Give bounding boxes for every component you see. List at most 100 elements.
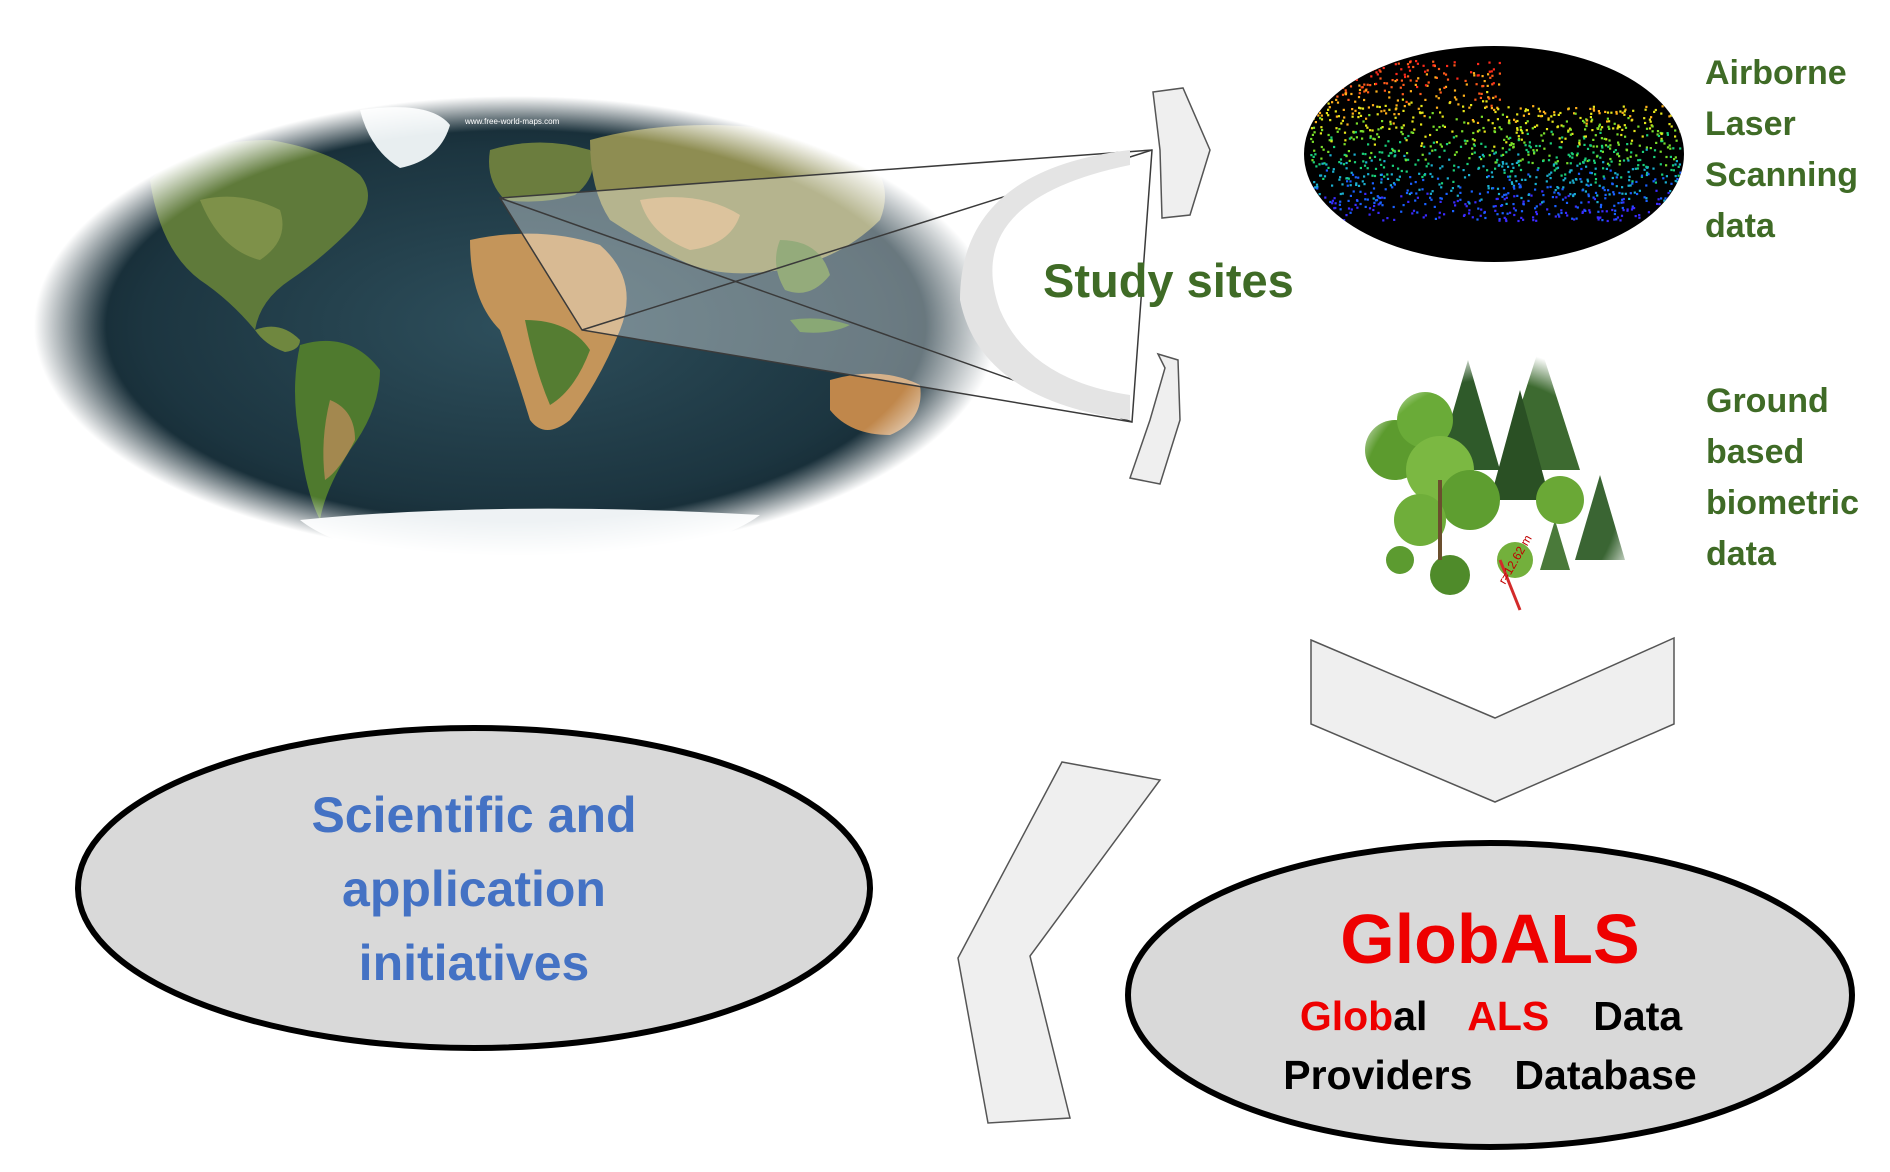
als-point	[1445, 143, 1449, 146]
als-point	[1488, 70, 1491, 73]
als-point	[1650, 215, 1653, 218]
als-point	[1475, 83, 1478, 86]
als-point	[1443, 125, 1446, 128]
als-point	[1562, 186, 1565, 189]
als-point	[1492, 82, 1495, 85]
als-point	[1407, 102, 1410, 105]
als-point	[1564, 211, 1568, 214]
als-point	[1377, 203, 1380, 206]
als-point	[1478, 156, 1481, 159]
als-point	[1623, 113, 1626, 116]
als-point	[1372, 208, 1375, 212]
als-point	[1370, 151, 1373, 155]
als-point	[1357, 69, 1360, 72]
als-point	[1363, 183, 1366, 186]
als-point	[1597, 218, 1600, 221]
als-point	[1601, 146, 1604, 149]
als-point	[1507, 137, 1510, 140]
als-point	[1331, 214, 1334, 217]
als-point	[1424, 203, 1427, 206]
als-point	[1317, 114, 1320, 117]
als-point	[1386, 217, 1389, 220]
als-point	[1358, 112, 1361, 115]
als-point	[1354, 100, 1357, 103]
als-point	[1313, 181, 1316, 184]
als-point	[1602, 175, 1605, 178]
als-point	[1488, 154, 1491, 157]
als-point	[1594, 167, 1597, 170]
als-point	[1491, 175, 1494, 178]
als-point	[1419, 92, 1422, 96]
als-point	[1351, 173, 1355, 176]
als-point	[1511, 163, 1514, 166]
als-point	[1655, 189, 1658, 192]
svg-text:Airborne: Airborne	[1705, 54, 1847, 92]
als-point	[1585, 124, 1588, 128]
als-point	[1473, 74, 1476, 77]
als-point	[1503, 171, 1506, 174]
als-point	[1359, 114, 1363, 117]
als-point	[1511, 182, 1514, 185]
als-point	[1600, 137, 1603, 140]
als-point	[1541, 190, 1544, 193]
als-point	[1369, 129, 1372, 132]
als-point	[1396, 99, 1399, 102]
als-point	[1537, 114, 1540, 117]
als-point	[1459, 145, 1463, 148]
als-point	[1584, 157, 1587, 160]
svg-text:based: based	[1706, 433, 1804, 471]
als-point	[1517, 219, 1520, 223]
als-point	[1389, 120, 1392, 123]
als-point	[1553, 191, 1556, 194]
als-point	[1322, 177, 1325, 180]
als-point	[1363, 83, 1366, 86]
als-point	[1389, 123, 1392, 126]
als-point	[1608, 193, 1611, 196]
als-point	[1368, 62, 1371, 65]
als-point	[1548, 154, 1551, 157]
als-point	[1363, 90, 1366, 93]
als-point	[1487, 185, 1490, 188]
als-point	[1545, 128, 1549, 131]
als-point	[1615, 112, 1618, 115]
als-point	[1486, 191, 1489, 194]
als-point	[1352, 190, 1355, 193]
als-point	[1397, 167, 1400, 170]
als-point	[1669, 190, 1672, 193]
als-point	[1519, 168, 1523, 172]
als-point	[1599, 128, 1602, 131]
als-point	[1548, 173, 1551, 176]
als-point	[1426, 69, 1429, 72]
als-point	[1382, 219, 1385, 222]
als-point	[1393, 149, 1396, 152]
als-point	[1501, 113, 1504, 116]
als-point	[1349, 184, 1352, 187]
als-point	[1497, 164, 1500, 167]
als-point	[1318, 163, 1321, 166]
als-point	[1585, 183, 1588, 186]
als-data-label: Airborne Laser Scanning data	[1705, 54, 1858, 245]
als-point	[1420, 104, 1423, 108]
als-point	[1661, 105, 1664, 108]
als-point	[1568, 155, 1572, 158]
als-point	[1314, 83, 1317, 86]
als-point	[1327, 114, 1330, 117]
als-point	[1333, 145, 1336, 149]
als-point	[1587, 184, 1590, 187]
als-point	[1457, 166, 1460, 169]
als-point	[1434, 217, 1437, 220]
svg-text:biometric: biometric	[1706, 484, 1859, 522]
als-point	[1429, 172, 1432, 176]
als-point	[1607, 189, 1610, 192]
als-point	[1418, 188, 1421, 191]
als-point	[1470, 71, 1473, 74]
als-point	[1517, 153, 1520, 156]
als-point	[1633, 129, 1636, 133]
study-sites-crescent	[960, 150, 1130, 420]
als-point	[1337, 60, 1340, 63]
als-point	[1437, 67, 1441, 71]
als-point	[1463, 121, 1466, 124]
als-point	[1522, 114, 1525, 117]
als-point	[1393, 113, 1396, 116]
